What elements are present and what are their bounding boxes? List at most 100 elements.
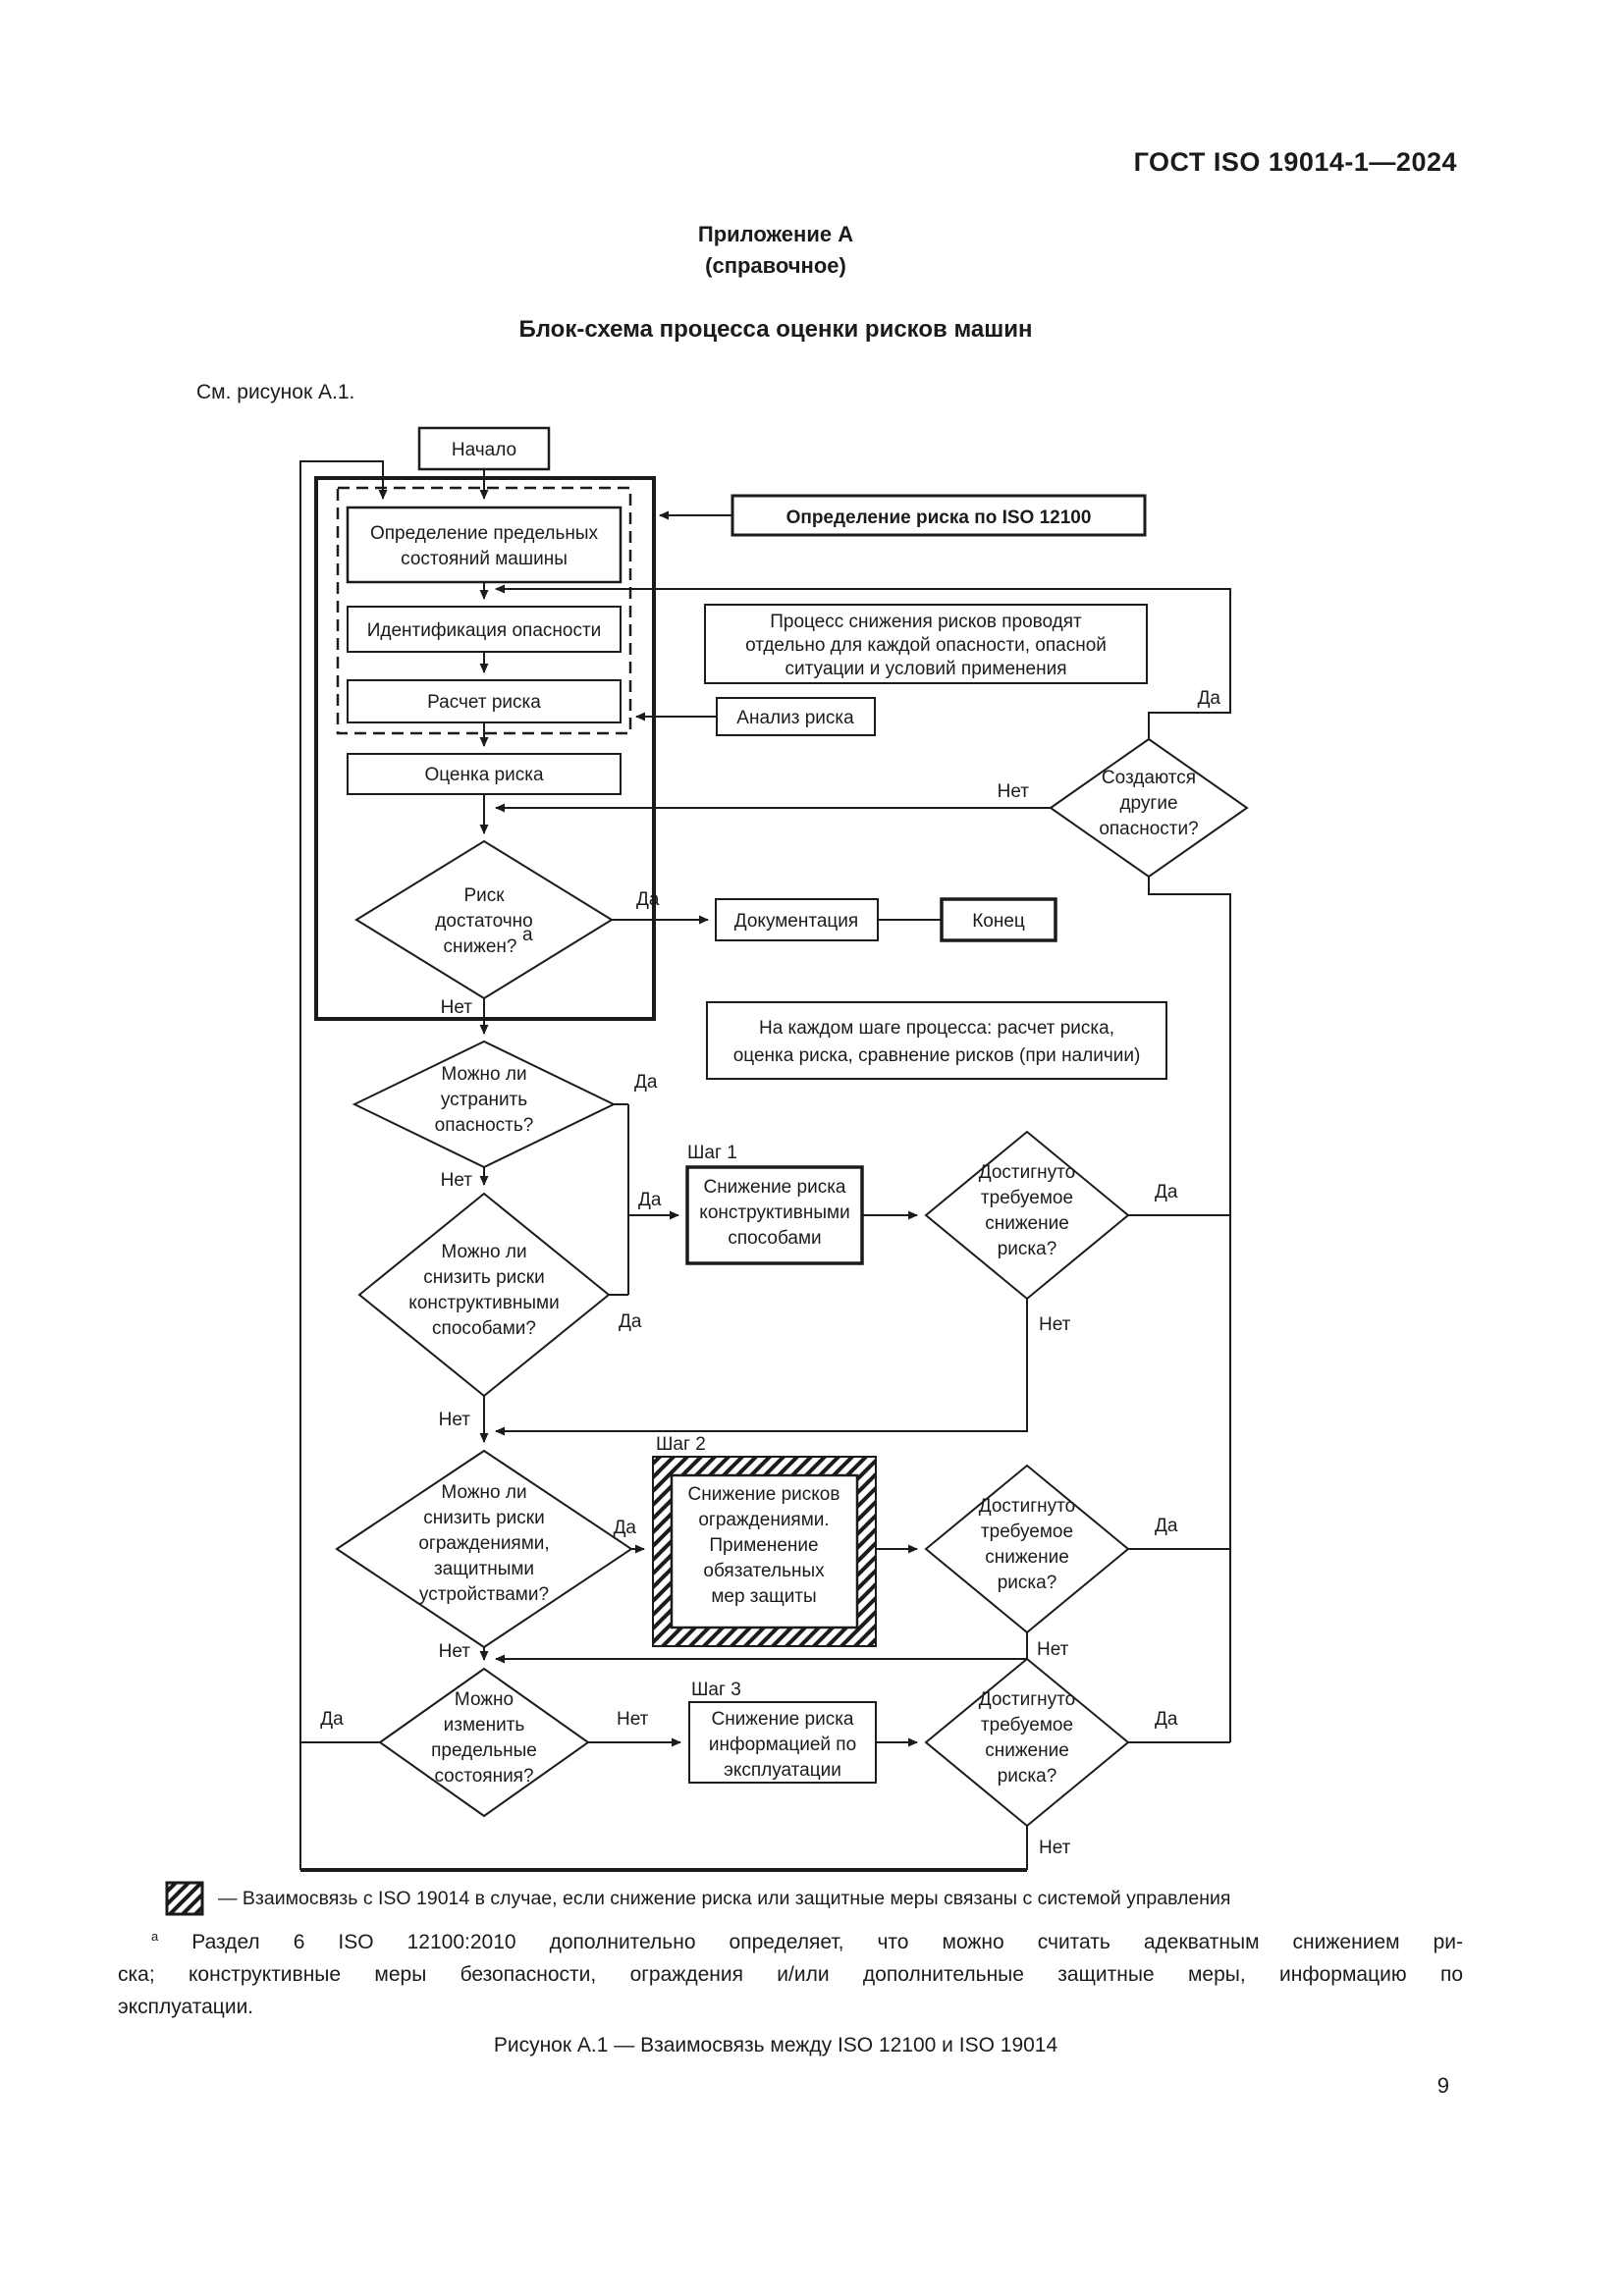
footnote: а Раздел 6 ISO 12100:2010 дополнительно …	[118, 1926, 1463, 2023]
label-yes-other-hazards: Да	[1198, 688, 1221, 709]
flow-connectors	[299, 460, 1231, 1872]
label-no-eliminate: Нет	[441, 1170, 473, 1191]
decision-achieved-3: Достигнуто требуемое снижение риска?	[924, 1657, 1130, 1828]
footnote-line1: а Раздел 6 ISO 12100:2010 дополнительно …	[118, 1926, 1463, 1958]
step3-caption: Шаг 3	[691, 1680, 741, 1700]
legend-text: — Взаимосвязь с ISO 19014 в случае, если…	[218, 1887, 1231, 1909]
label-no-guards: Нет	[439, 1641, 471, 1662]
node-end-label: Конец	[972, 911, 1025, 932]
step2-line1: Снижение рисков	[688, 1484, 840, 1505]
node-end: Конец	[940, 897, 1057, 942]
decision-eliminate-hazard: Можно ли устранить опасность?	[352, 1040, 617, 1169]
figure-caption: Рисунок А.1 — Взаимосвязь между ISO 1210…	[493, 2034, 1058, 2056]
node-risk-calc-label: Расчет риска	[427, 692, 541, 713]
label-no-design: Нет	[439, 1410, 471, 1430]
note-process-line2: отдельно для каждой опасности, опасной	[745, 635, 1107, 656]
decision-achieved1-line4: риска?	[998, 1239, 1057, 1259]
decision-achieved3-line4: риска?	[998, 1766, 1057, 1787]
node-start-label: Начало	[452, 440, 516, 460]
decision-guards-line1: Можно ли	[441, 1482, 526, 1503]
label-yes-reduced: Да	[636, 889, 660, 910]
step1-line1: Снижение риска	[703, 1177, 845, 1198]
decision-guards: Можно ли снизить риски ограждениями, защ…	[335, 1449, 633, 1649]
node-risk-analysis: Анализ риска	[716, 697, 876, 736]
decision-achieved2-line4: риска?	[998, 1573, 1057, 1593]
decision-achieved3-line2: требуемое	[981, 1715, 1073, 1735]
decision-design-line3: конструктивными	[408, 1293, 559, 1313]
risk-analysis-dashed-box	[336, 486, 632, 735]
edge-left-feedback-loop	[299, 460, 388, 1743]
step2-caption: Шаг 2	[656, 1434, 706, 1455]
decision-risk-reduced: Риск достаточно снижен? а	[354, 839, 614, 1000]
decision-design-means: Можно ли снизить риски конструктивными с…	[357, 1192, 611, 1398]
decision-reduced-footnote-mark: а	[522, 925, 533, 945]
decision-guards-line5: устройствами?	[419, 1584, 549, 1605]
decision-design-line1: Можно ли	[441, 1242, 526, 1262]
step2-line2: ограждениями.	[698, 1510, 829, 1530]
step1-line2: конструктивными	[699, 1202, 849, 1223]
decision-design-line4: способами?	[432, 1318, 536, 1339]
decision-achieved-1: Достигнуто требуемое снижение риска?	[924, 1130, 1130, 1301]
step3-line3: эксплуатации	[724, 1760, 841, 1781]
label-no-other-hazards: Нет	[998, 781, 1030, 802]
decision-achieved2-line2: требуемое	[981, 1522, 1073, 1542]
decision-change-line4: состояния?	[434, 1766, 533, 1787]
node-documentation-label: Документация	[734, 911, 858, 932]
decision-change-line1: Можно	[455, 1689, 514, 1710]
step2-line3: Применение	[709, 1535, 818, 1556]
node-step3-box: Шаг 3 Снижение риска информацией по эксп…	[688, 1680, 877, 1784]
node-limits-line2: состояний машины	[401, 549, 568, 569]
label-yes-guards: Да	[614, 1518, 637, 1538]
edge-no-achieved1	[495, 1299, 1028, 1436]
annex-type: (справочное)	[705, 253, 846, 278]
node-iso12100: Определение риска по ISO 12100	[731, 494, 1147, 537]
decision-other-line1: Создаются	[1102, 768, 1196, 788]
note-process-line3: ситуации и условий применения	[785, 659, 1067, 679]
page-number: 9	[1436, 2073, 1449, 2098]
annex-title: Приложение А	[697, 222, 854, 246]
node-hazard-label: Идентификация опасности	[367, 620, 602, 641]
label-yes-achieved1: Да	[1155, 1182, 1178, 1202]
legend-row: — Взаимосвязь с ISO 19014 в случае, если…	[165, 1881, 1506, 1916]
decision-change-line2: изменить	[444, 1715, 525, 1735]
decision-design-line2: снизить риски	[423, 1267, 544, 1288]
footnote-line3: эксплуатации.	[118, 1996, 254, 2018]
label-no-change: Нет	[617, 1709, 649, 1730]
note-each-step-line1: На каждом шаге процесса: расчет риска,	[759, 1018, 1114, 1039]
decision-change-line3: предельные	[431, 1740, 537, 1761]
decision-change-limits: Можно изменить предельные состояния?	[378, 1667, 590, 1818]
node-documentation: Документация	[715, 898, 879, 941]
node-hazard-identification: Идентификация опасности	[347, 606, 622, 653]
decision-other-line3: опасности?	[1099, 819, 1198, 839]
label-no-achieved3: Нет	[1039, 1838, 1071, 1858]
label-no-achieved2: Нет	[1037, 1639, 1069, 1660]
decision-achieved3-line3: снижение	[985, 1740, 1069, 1761]
legend-hatch-swatch	[165, 1881, 204, 1916]
decision-achieved-2: Достигнуто требуемое снижение риска?	[924, 1464, 1130, 1634]
node-risk-analysis-label: Анализ риска	[736, 708, 854, 728]
node-limits-line1: Определение предельных	[370, 523, 599, 544]
node-step2-box: Шаг 2 Снижение рисков ограждениями. Прим…	[652, 1434, 877, 1647]
node-risk-evaluation: Оценка риска	[347, 753, 622, 795]
node-risk-eval-label: Оценка риска	[424, 765, 543, 785]
decision-achieved1-line3: снижение	[985, 1213, 1069, 1234]
flowchart: Начало Определение предельных состояний …	[299, 426, 1249, 1872]
step3-line1: Снижение риска	[711, 1709, 853, 1730]
label-no-achieved1: Нет	[1039, 1314, 1071, 1335]
edge-labels: Да Нет Да Нет Да Нет Да Да Да Нет Нет Да…	[320, 688, 1220, 1858]
node-step1-box: Шаг 1 Снижение риска конструктивными спо…	[685, 1143, 864, 1265]
footnote-line2: ска; конструктивные меры безопасности, о…	[118, 1963, 1463, 1986]
note-process-per-hazard: Процесс снижения рисков проводят отдельн…	[704, 604, 1148, 684]
decision-achieved3-line1: Достигнуто	[979, 1689, 1075, 1710]
note-process-line1: Процесс снижения рисков проводят	[770, 612, 1082, 632]
node-iso12100-label: Определение риска по ISO 12100	[786, 507, 1092, 528]
step1-line3: способами	[728, 1228, 821, 1249]
see-reference: См. рисунок А.1.	[196, 381, 355, 403]
footnote-marker: а	[151, 1929, 159, 1944]
decision-achieved2-line1: Достигнуто	[979, 1496, 1075, 1517]
page-title: Блок-схема процесса оценки рисков машин	[518, 316, 1033, 343]
process-boundary-box	[314, 476, 656, 1021]
decision-guards-line4: защитными	[434, 1559, 534, 1579]
decision-reduced-line2: достаточно	[435, 911, 532, 932]
